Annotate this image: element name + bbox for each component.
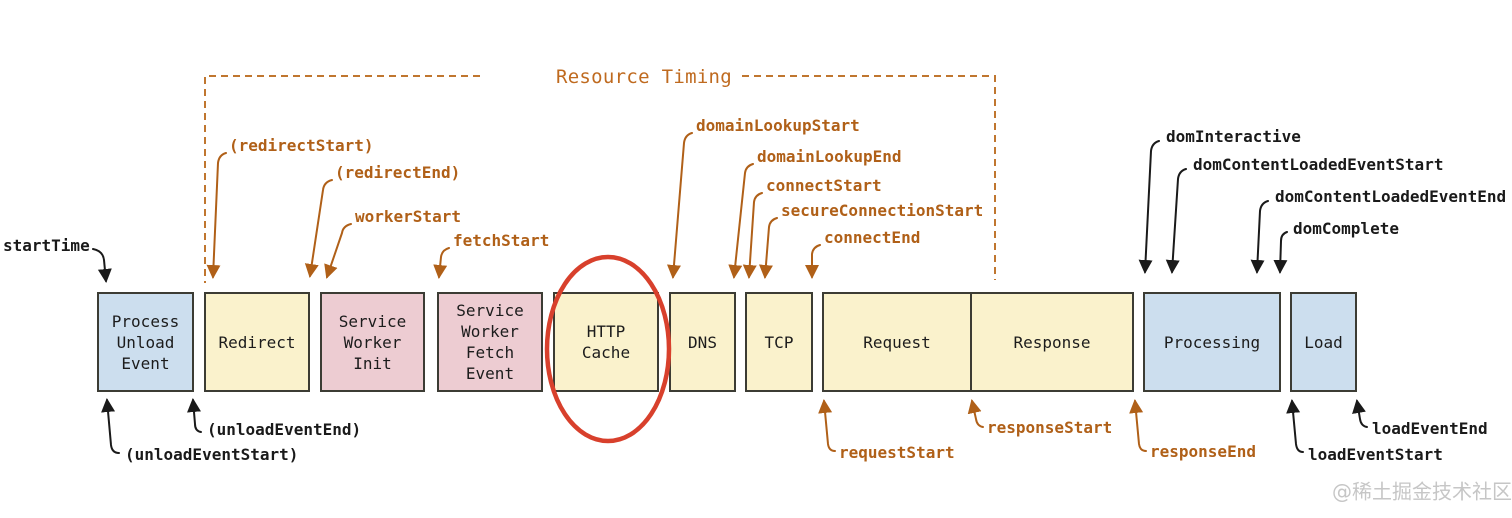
box-tcp: TCP (745, 292, 813, 392)
diagram-title: Resource Timing (555, 66, 733, 88)
box-request: Request (822, 292, 972, 392)
label-dom-content-loaded-event-end: domContentLoadedEventEnd (1275, 187, 1507, 206)
label-response-start: responseStart (987, 418, 1113, 437)
label-domain-lookup-end: domainLookupEnd (757, 147, 902, 166)
box-label: Response (1013, 332, 1091, 352)
box-processing: Processing (1143, 292, 1281, 392)
box-service-worker-fetch-event: Service Worker Fetch Event (437, 292, 543, 392)
box-label: Service Worker Fetch Event (456, 301, 524, 383)
box-label: TCP (764, 332, 794, 352)
label-domain-lookup-start: domainLookupStart (696, 116, 860, 135)
label-start-time: startTime (3, 236, 90, 255)
box-label: Process Unload Event (111, 311, 180, 373)
box-label: Request (863, 332, 931, 352)
label-worker-start: workerStart (355, 207, 461, 226)
box-response: Response (970, 292, 1134, 392)
label-redirect-start: (redirectStart) (229, 136, 374, 155)
box-label: DNS (688, 332, 717, 352)
box-service-worker-init: Service Worker Init (320, 292, 425, 392)
label-request-start: requestStart (839, 443, 955, 462)
label-unload-event-start: (unloadEventStart) (125, 445, 299, 464)
label-connect-end: connectEnd (824, 228, 921, 247)
box-label: Redirect (218, 332, 296, 352)
box-process-unload-event: Process Unload Event (97, 292, 194, 392)
label-dom-complete: domComplete (1293, 219, 1399, 238)
label-dom-content-loaded-event-start: domContentLoadedEventStart (1193, 155, 1444, 174)
label-load-event-end: loadEventEnd (1372, 419, 1488, 438)
box-label: Load (1304, 332, 1343, 352)
box-label: Service Worker Init (338, 311, 407, 373)
label-secure-connection-start: secureConnectionStart (781, 201, 984, 220)
box-load: Load (1290, 292, 1357, 392)
watermark: @稀土掘金技术社区 (1332, 479, 1512, 504)
label-response-end: responseEnd (1150, 442, 1256, 461)
box-redirect: Redirect (204, 292, 310, 392)
label-connect-start: connectStart (766, 176, 882, 195)
label-dom-interactive: domInteractive (1166, 127, 1301, 146)
label-fetch-start: fetchStart (453, 231, 550, 250)
label-load-event-start: loadEventStart (1308, 445, 1443, 464)
label-unload-event-end: (unloadEventEnd) (207, 420, 362, 439)
label-redirect-end: (redirectEnd) (335, 163, 461, 182)
box-label: Processing (1163, 332, 1261, 352)
